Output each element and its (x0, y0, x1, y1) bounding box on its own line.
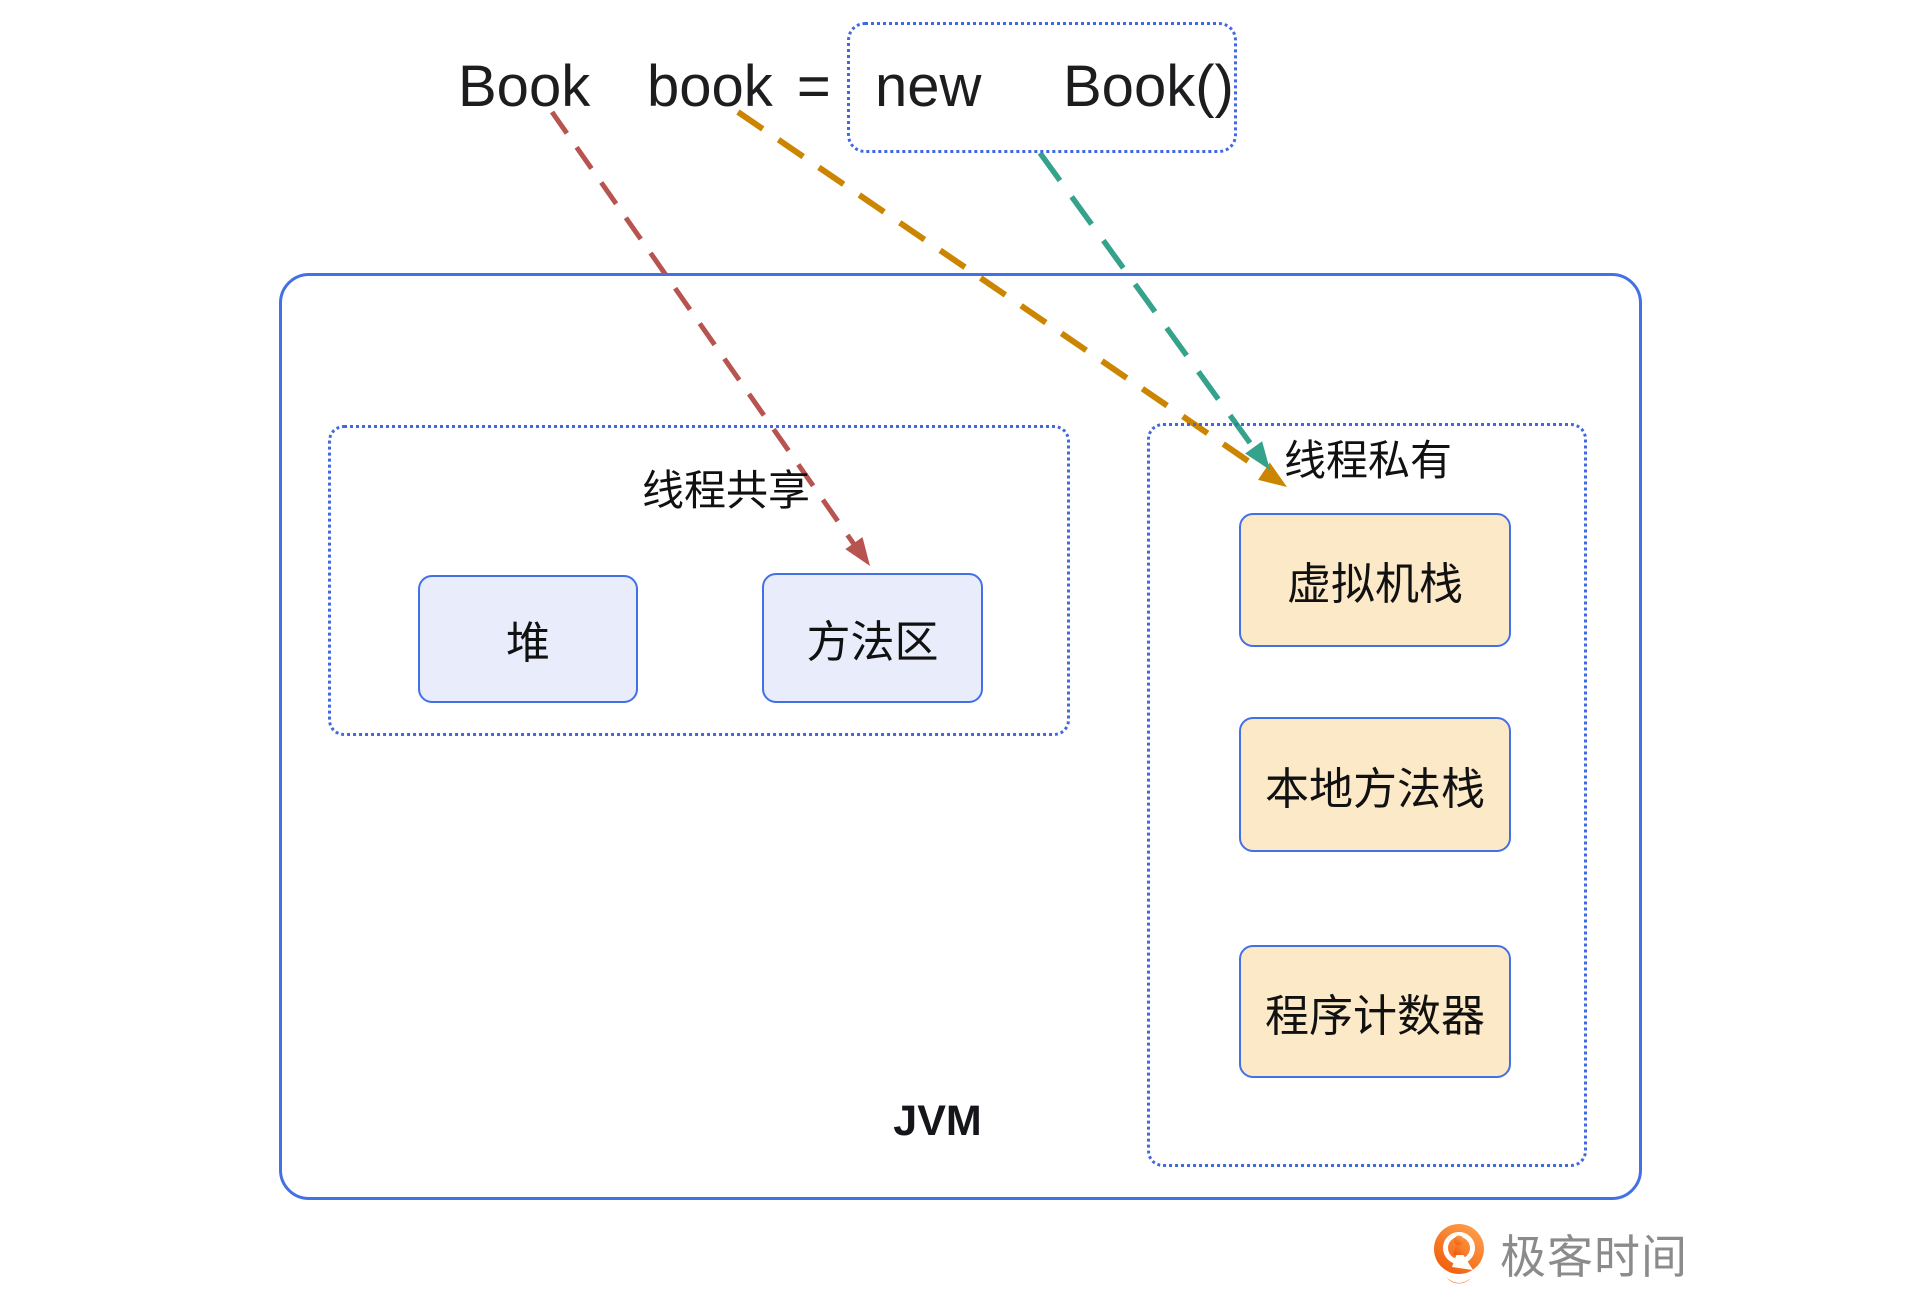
logo-needle-head (1454, 1235, 1464, 1246)
heap-box: 堆 (418, 575, 638, 703)
thread-shared-label: 线程共享 (642, 467, 811, 514)
code-variable-token: book = (647, 54, 831, 119)
heap-label: 堆 (506, 619, 550, 668)
geektime-logo-text: 极客时间 (1500, 1231, 1688, 1283)
native-method-stack-label: 本地方法栈 (1265, 764, 1485, 814)
geektime-logo: 极客时间 (1433, 1224, 1688, 1290)
geektime-logo-icon (1434, 1224, 1484, 1284)
logo-needle (1453, 1236, 1465, 1255)
code-new-keyword: new (875, 54, 982, 119)
code-type-token: Book (458, 54, 591, 119)
program-counter-label: 程序计数器 (1265, 991, 1485, 1041)
vm-stack-box: 虚拟机栈 (1239, 513, 1511, 647)
program-counter-box: 程序计数器 (1239, 945, 1511, 1078)
method-area-label: 方法区 (806, 618, 939, 667)
vm-stack-label: 虚拟机栈 (1287, 560, 1463, 609)
method-area-box: 方法区 (762, 573, 983, 703)
new-expression-outline (847, 22, 1237, 153)
thread-shared-section (328, 425, 1070, 736)
thread-private-label: 线程私有 (1284, 437, 1453, 484)
logo-smile-tail (1446, 1277, 1472, 1284)
native-method-stack-box: 本地方法栈 (1239, 717, 1511, 852)
jvm-container (279, 273, 1642, 1200)
code-constructor-token: Book() (1063, 54, 1234, 119)
jvm-label: JVM (893, 1097, 982, 1145)
thread-private-section (1147, 423, 1587, 1167)
